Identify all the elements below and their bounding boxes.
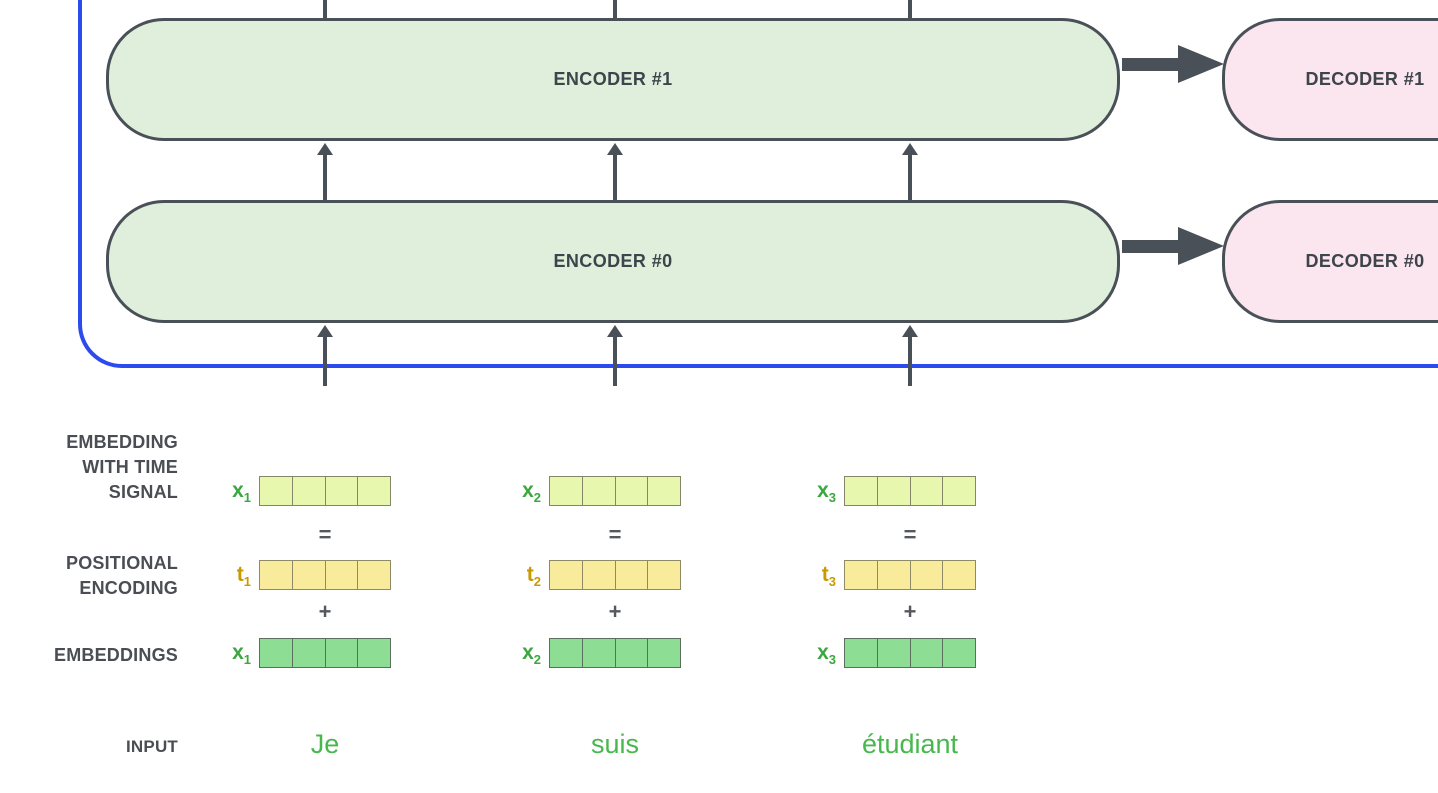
vector-cell [358,639,390,667]
encoder-1-block: ENCODER #1 [106,18,1120,141]
vector-cell [845,639,878,667]
vector-cell [616,639,649,667]
vector-cell [878,639,911,667]
vector-cell [550,561,583,589]
encoder-1-label: ENCODER #1 [553,69,673,89]
vector-cell [358,477,390,505]
label-input: INPUT [126,737,178,756]
x2-time-signal-label: x2 [522,479,541,506]
vector-cell [911,639,944,667]
vector-cell [943,477,975,505]
positional-encoding-vector-t1 [259,560,391,590]
vector-cell [293,639,326,667]
vector-cell [293,477,326,505]
vector-cell [648,561,680,589]
positional-encoding-vector-t2 [549,560,681,590]
embedding-vector-x2 [549,638,681,668]
encoder1-output-line-icon [323,0,327,19]
input-up-arrow-icon [902,325,918,386]
up-arrow-icon [902,143,918,200]
vector-cell [616,477,649,505]
x2-embedding-label: x2 [522,641,541,668]
label-embeddings: EMBEDDINGS [53,645,178,665]
label-embedding-with-time-signal: EMBEDDING WITH TIME SIGNAL [66,432,178,502]
vector-cell [583,639,616,667]
vector-cell [550,639,583,667]
vector-cell [358,561,390,589]
vector-cell [845,561,878,589]
vector-cell [878,561,911,589]
decoder-1-label: DECODER #1 [1305,69,1425,89]
label-positional-encoding: POSITIONAL ENCODING [65,553,178,598]
encoder1-output-line-icon [613,0,617,19]
embedding-time-vector-x3 [844,476,976,506]
vector-cell [878,477,911,505]
embedding-vector-x1 [259,638,391,668]
input-word-1: Je [310,729,340,759]
input-word-2: suis [590,729,639,759]
x3-time-signal-label: x3 [817,479,836,506]
decoder-1-block: DECODER #1 [1222,18,1438,141]
vector-cell [911,561,944,589]
plus-operator: + [608,599,622,624]
x1-embedding-label: x1 [232,641,251,668]
up-arrow-icon [317,143,333,200]
vector-cell [911,477,944,505]
vector-cell [616,561,649,589]
input-word-3: étudiant [861,729,959,759]
t3-positional-label: t3 [821,563,836,590]
plus-operator: + [903,599,917,624]
positional-encoding-vector-t3 [844,560,976,590]
vector-cell [943,639,975,667]
equals-operator: = [903,522,917,547]
embedding-time-vector-x1 [259,476,391,506]
vector-cell [293,561,326,589]
embedding-time-vector-x2 [549,476,681,506]
vector-cell [550,477,583,505]
encoder-stack-outline [78,0,1438,368]
vector-cell [583,477,616,505]
encoder1-output-line-icon [908,0,912,19]
encoder1-to-decoder1-arrow-icon [1122,45,1224,83]
decoder-0-label: DECODER #0 [1305,251,1425,271]
equals-operator: = [318,522,332,547]
vector-cell [326,639,359,667]
t1-positional-label: t1 [236,563,251,590]
input-up-arrow-icon [317,325,333,386]
embedding-vector-x3 [844,638,976,668]
x3-embedding-label: x3 [817,641,836,668]
vector-cell [648,639,680,667]
vector-cell [326,477,359,505]
vector-cell [326,561,359,589]
equals-operator: = [608,522,622,547]
vector-cell [845,477,878,505]
plus-operator: + [318,599,332,624]
input-up-arrow-icon [607,325,623,386]
up-arrow-icon [607,143,623,200]
x1-time-signal-label: x1 [232,479,251,506]
encoder-0-label: ENCODER #0 [553,251,673,271]
vector-cell [648,477,680,505]
vector-cell [260,639,293,667]
t2-positional-label: t2 [526,563,541,590]
vector-cell [260,561,293,589]
vector-cell [943,561,975,589]
encoder-0-block: ENCODER #0 [106,200,1120,323]
decoder-0-block: DECODER #0 [1222,200,1438,323]
vector-cell [583,561,616,589]
vector-cell [260,477,293,505]
encoder0-to-decoder0-arrow-icon [1122,227,1224,265]
